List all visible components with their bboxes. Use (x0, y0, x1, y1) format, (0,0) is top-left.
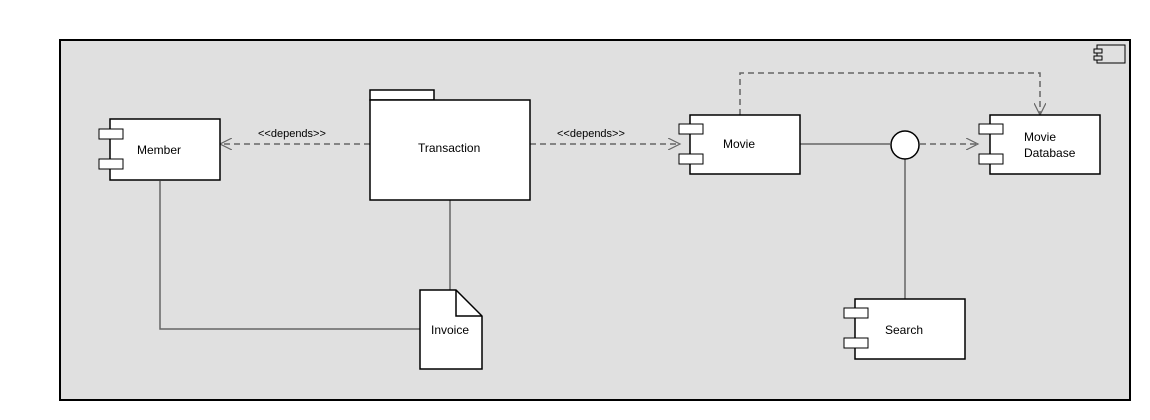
movie-database-component[interactable]: Movie Database (978, 114, 1101, 175)
invoice-artifact[interactable]: Invoice (419, 289, 483, 370)
invoice-label: Invoice (431, 323, 469, 337)
movie-label: Movie (723, 137, 755, 151)
member-dependency-label: <<depends>> (258, 128, 326, 140)
frame-component-icon (1093, 44, 1126, 64)
system-frame (59, 39, 1131, 401)
provided-interface-circle[interactable] (890, 130, 920, 160)
member-invoice-line (159, 181, 420, 330)
movie-database-label-line1: Movie (1024, 130, 1056, 144)
member-component[interactable]: Member (98, 118, 221, 181)
movie-database-elbow-dependency (739, 72, 1040, 115)
movie-dependency-label: <<depends>> (557, 128, 625, 140)
transaction-package[interactable]: Transaction (369, 89, 531, 201)
movie-component[interactable]: Movie (678, 114, 801, 175)
search-label: Search (885, 323, 923, 337)
movie-database-label-line2: Database (1024, 146, 1076, 160)
member-label: Member (137, 143, 181, 157)
search-component[interactable]: Search (843, 298, 966, 360)
transaction-label: Transaction (418, 141, 480, 155)
